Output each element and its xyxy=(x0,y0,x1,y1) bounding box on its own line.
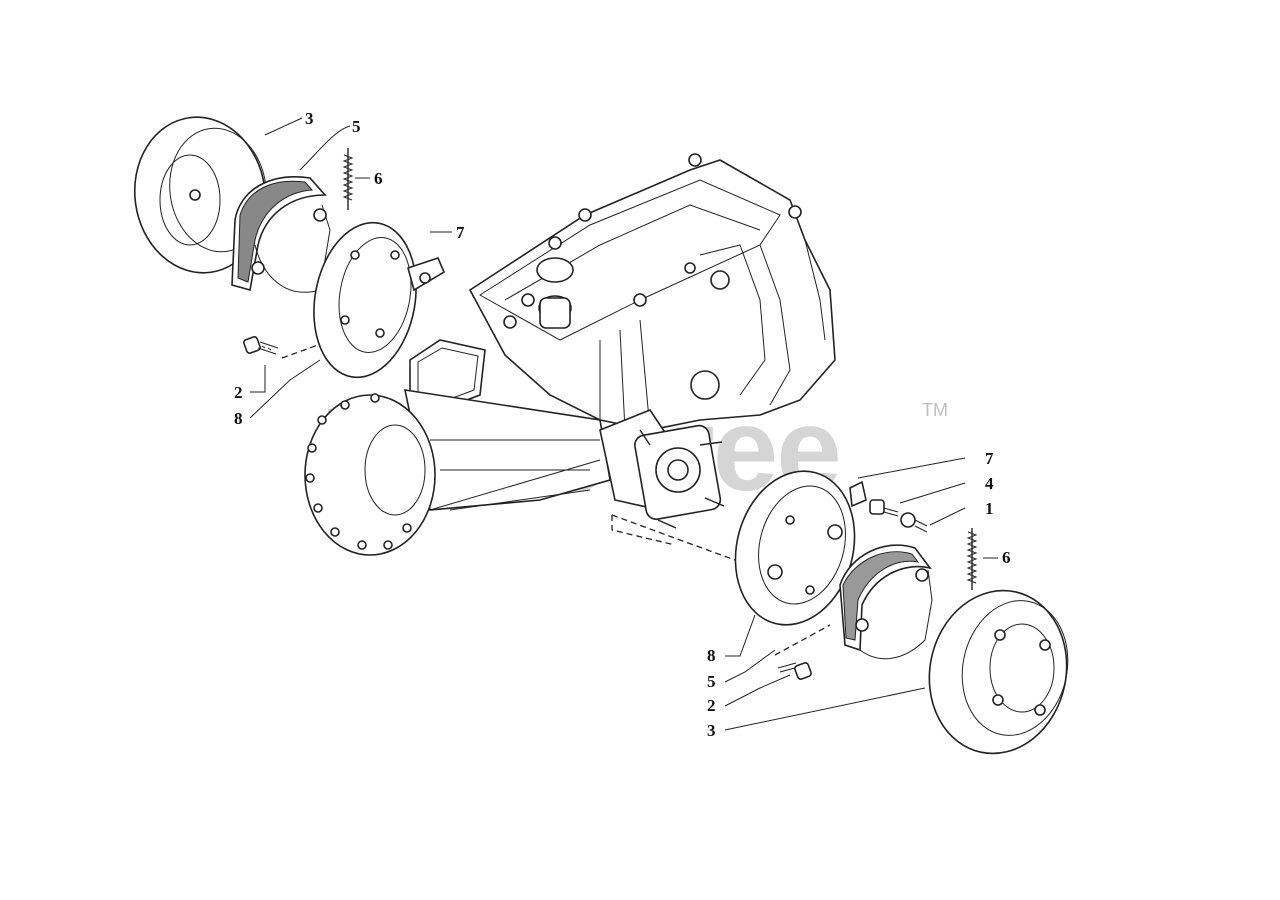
callout-7-lower: 7 xyxy=(985,449,994,468)
lower-right-brake-shoe xyxy=(839,544,933,660)
upper-left-brake-shoe xyxy=(231,176,331,293)
callout-1: 1 xyxy=(985,499,994,518)
lower-right-spring xyxy=(966,528,978,590)
lower-right-brake-drum xyxy=(928,589,1069,755)
callout-3: 3 xyxy=(305,109,314,128)
lower-right-backing-plate xyxy=(734,470,867,626)
callout-3-lower: 3 xyxy=(707,721,716,740)
upper-left-backing-plate xyxy=(313,221,446,379)
upper-left-screw xyxy=(243,336,319,359)
callout-8-lower: 8 xyxy=(707,646,716,665)
callout-2: 2 xyxy=(234,383,243,402)
transaxle-housing xyxy=(403,153,836,511)
callout-2-lower: 2 xyxy=(707,696,716,715)
callout-8: 8 xyxy=(234,409,243,428)
callout-6-lower: 6 xyxy=(1002,548,1011,567)
lower-right-leaders xyxy=(724,457,998,731)
lower-right-bolt xyxy=(869,499,928,533)
callout-4: 4 xyxy=(985,474,994,493)
callout-7: 7 xyxy=(456,223,465,242)
callout-5: 5 xyxy=(352,117,361,136)
upper-left-spring xyxy=(342,148,354,210)
callout-5-lower: 5 xyxy=(707,672,716,691)
callout-6: 6 xyxy=(374,169,383,188)
right-axle-hub xyxy=(599,409,736,561)
left-axle-flange xyxy=(304,393,436,556)
watermark-tm: TM xyxy=(922,400,948,420)
lower-right-screw xyxy=(774,624,831,680)
upper-left-leaders xyxy=(249,117,452,419)
